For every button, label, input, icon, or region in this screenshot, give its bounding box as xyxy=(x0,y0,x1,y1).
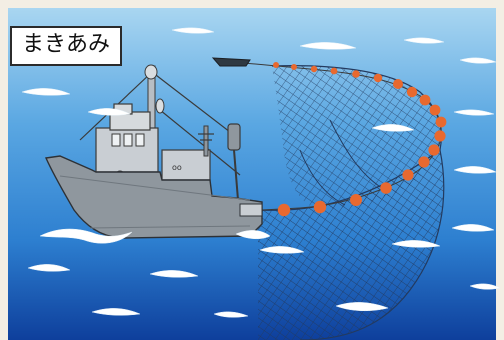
svg-text:oo: oo xyxy=(172,163,182,172)
float xyxy=(352,70,360,78)
skiff-boat xyxy=(211,57,251,67)
float xyxy=(428,144,440,156)
float xyxy=(419,94,431,106)
float xyxy=(273,62,279,68)
net-upper-panel xyxy=(272,65,442,211)
float xyxy=(435,116,447,128)
float xyxy=(310,65,318,73)
float xyxy=(350,194,362,206)
net-lower-panel xyxy=(258,150,444,340)
waves xyxy=(21,27,501,318)
float xyxy=(330,67,338,75)
float xyxy=(429,104,441,116)
float xyxy=(434,130,446,142)
float xyxy=(277,203,291,217)
caption-label: まきあみ xyxy=(10,26,123,66)
float xyxy=(418,156,430,168)
float xyxy=(380,182,392,194)
float xyxy=(373,73,383,83)
float xyxy=(402,169,414,181)
ship-hull xyxy=(44,155,263,239)
float-line xyxy=(214,59,447,217)
float xyxy=(406,86,418,98)
float xyxy=(291,64,297,70)
float xyxy=(393,79,403,89)
float xyxy=(313,200,327,214)
net xyxy=(257,65,445,340)
fishing-vessel: oo xyxy=(44,64,263,239)
